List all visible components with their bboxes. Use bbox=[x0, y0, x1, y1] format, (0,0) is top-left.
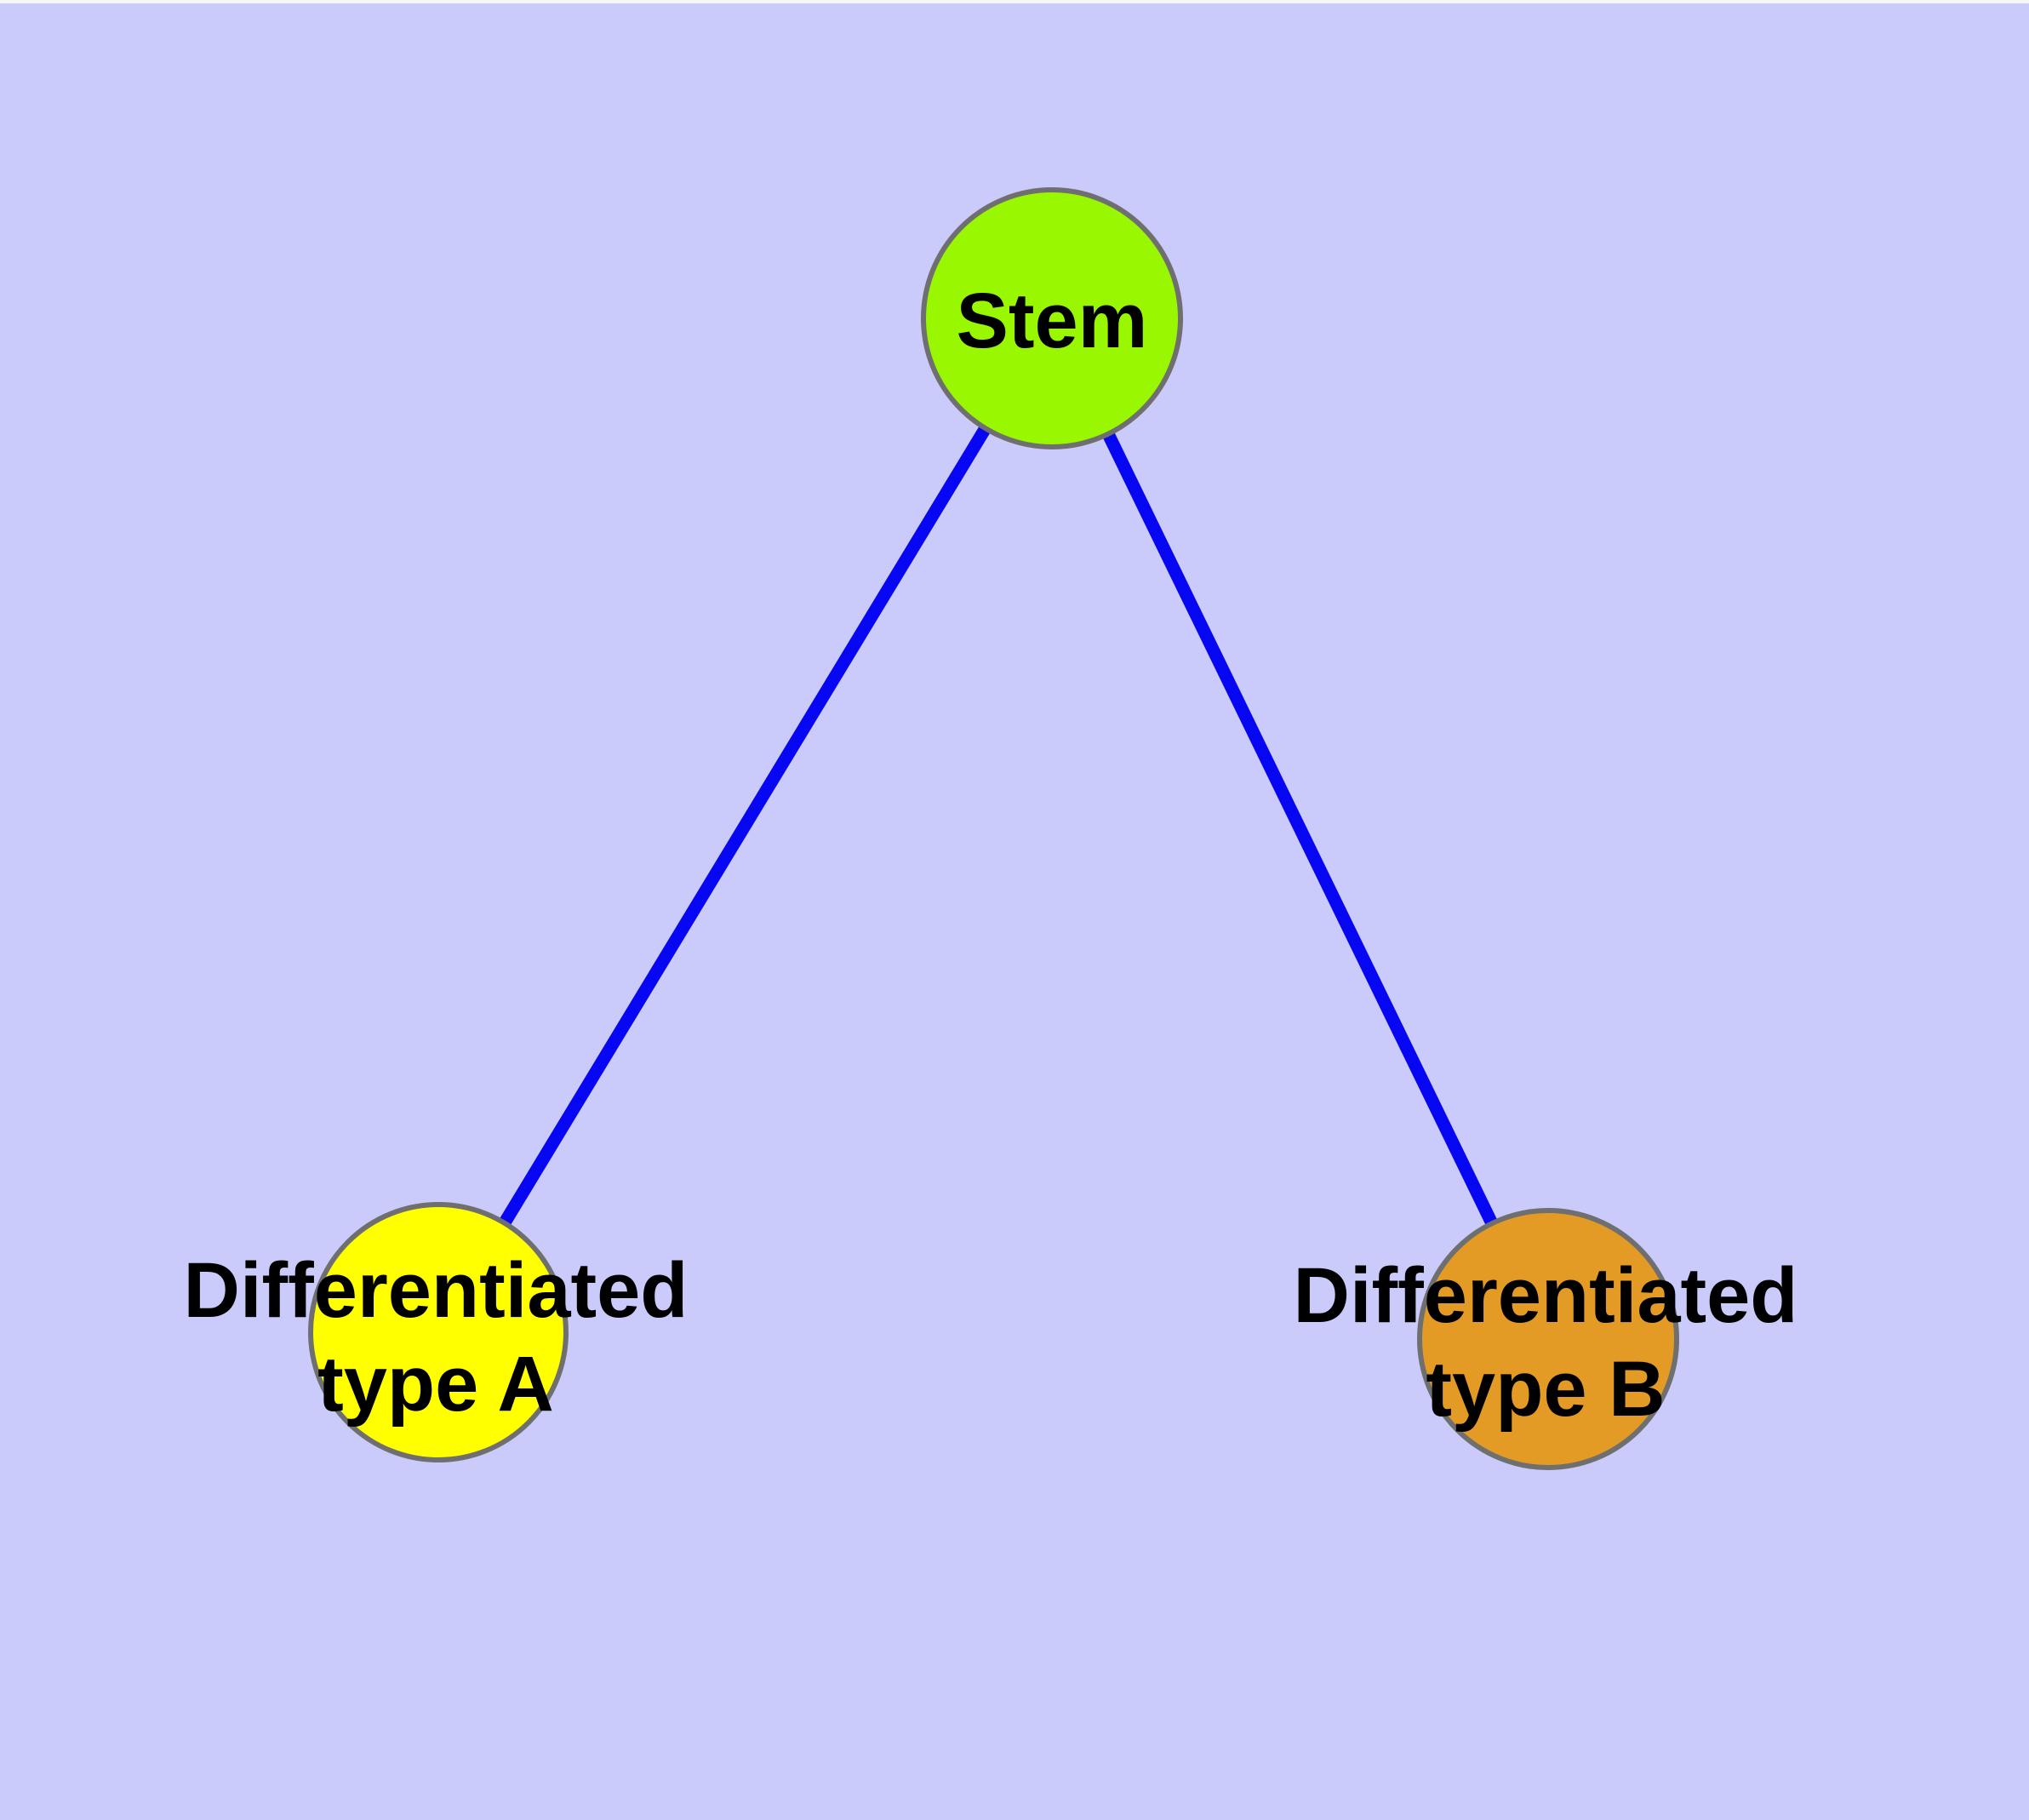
canvas-top-margin bbox=[0, 0, 2029, 3]
edge-stem-to-type-a bbox=[432, 315, 1058, 1336]
node-stem-label: Stem bbox=[957, 278, 1148, 364]
node-stem bbox=[921, 187, 1183, 449]
node-type-a-label-line1: Differentiated bbox=[184, 1247, 689, 1334]
node-type-b bbox=[1417, 1208, 1679, 1470]
node-type-b-label-line1: Differentiated bbox=[1294, 1252, 1798, 1339]
node-type-b-label-line2: type B bbox=[1426, 1346, 1665, 1433]
node-type-a-label-line2: type A bbox=[317, 1341, 554, 1428]
node-type-a bbox=[308, 1202, 569, 1462]
edge-stem-to-type-b bbox=[1046, 315, 1554, 1342]
